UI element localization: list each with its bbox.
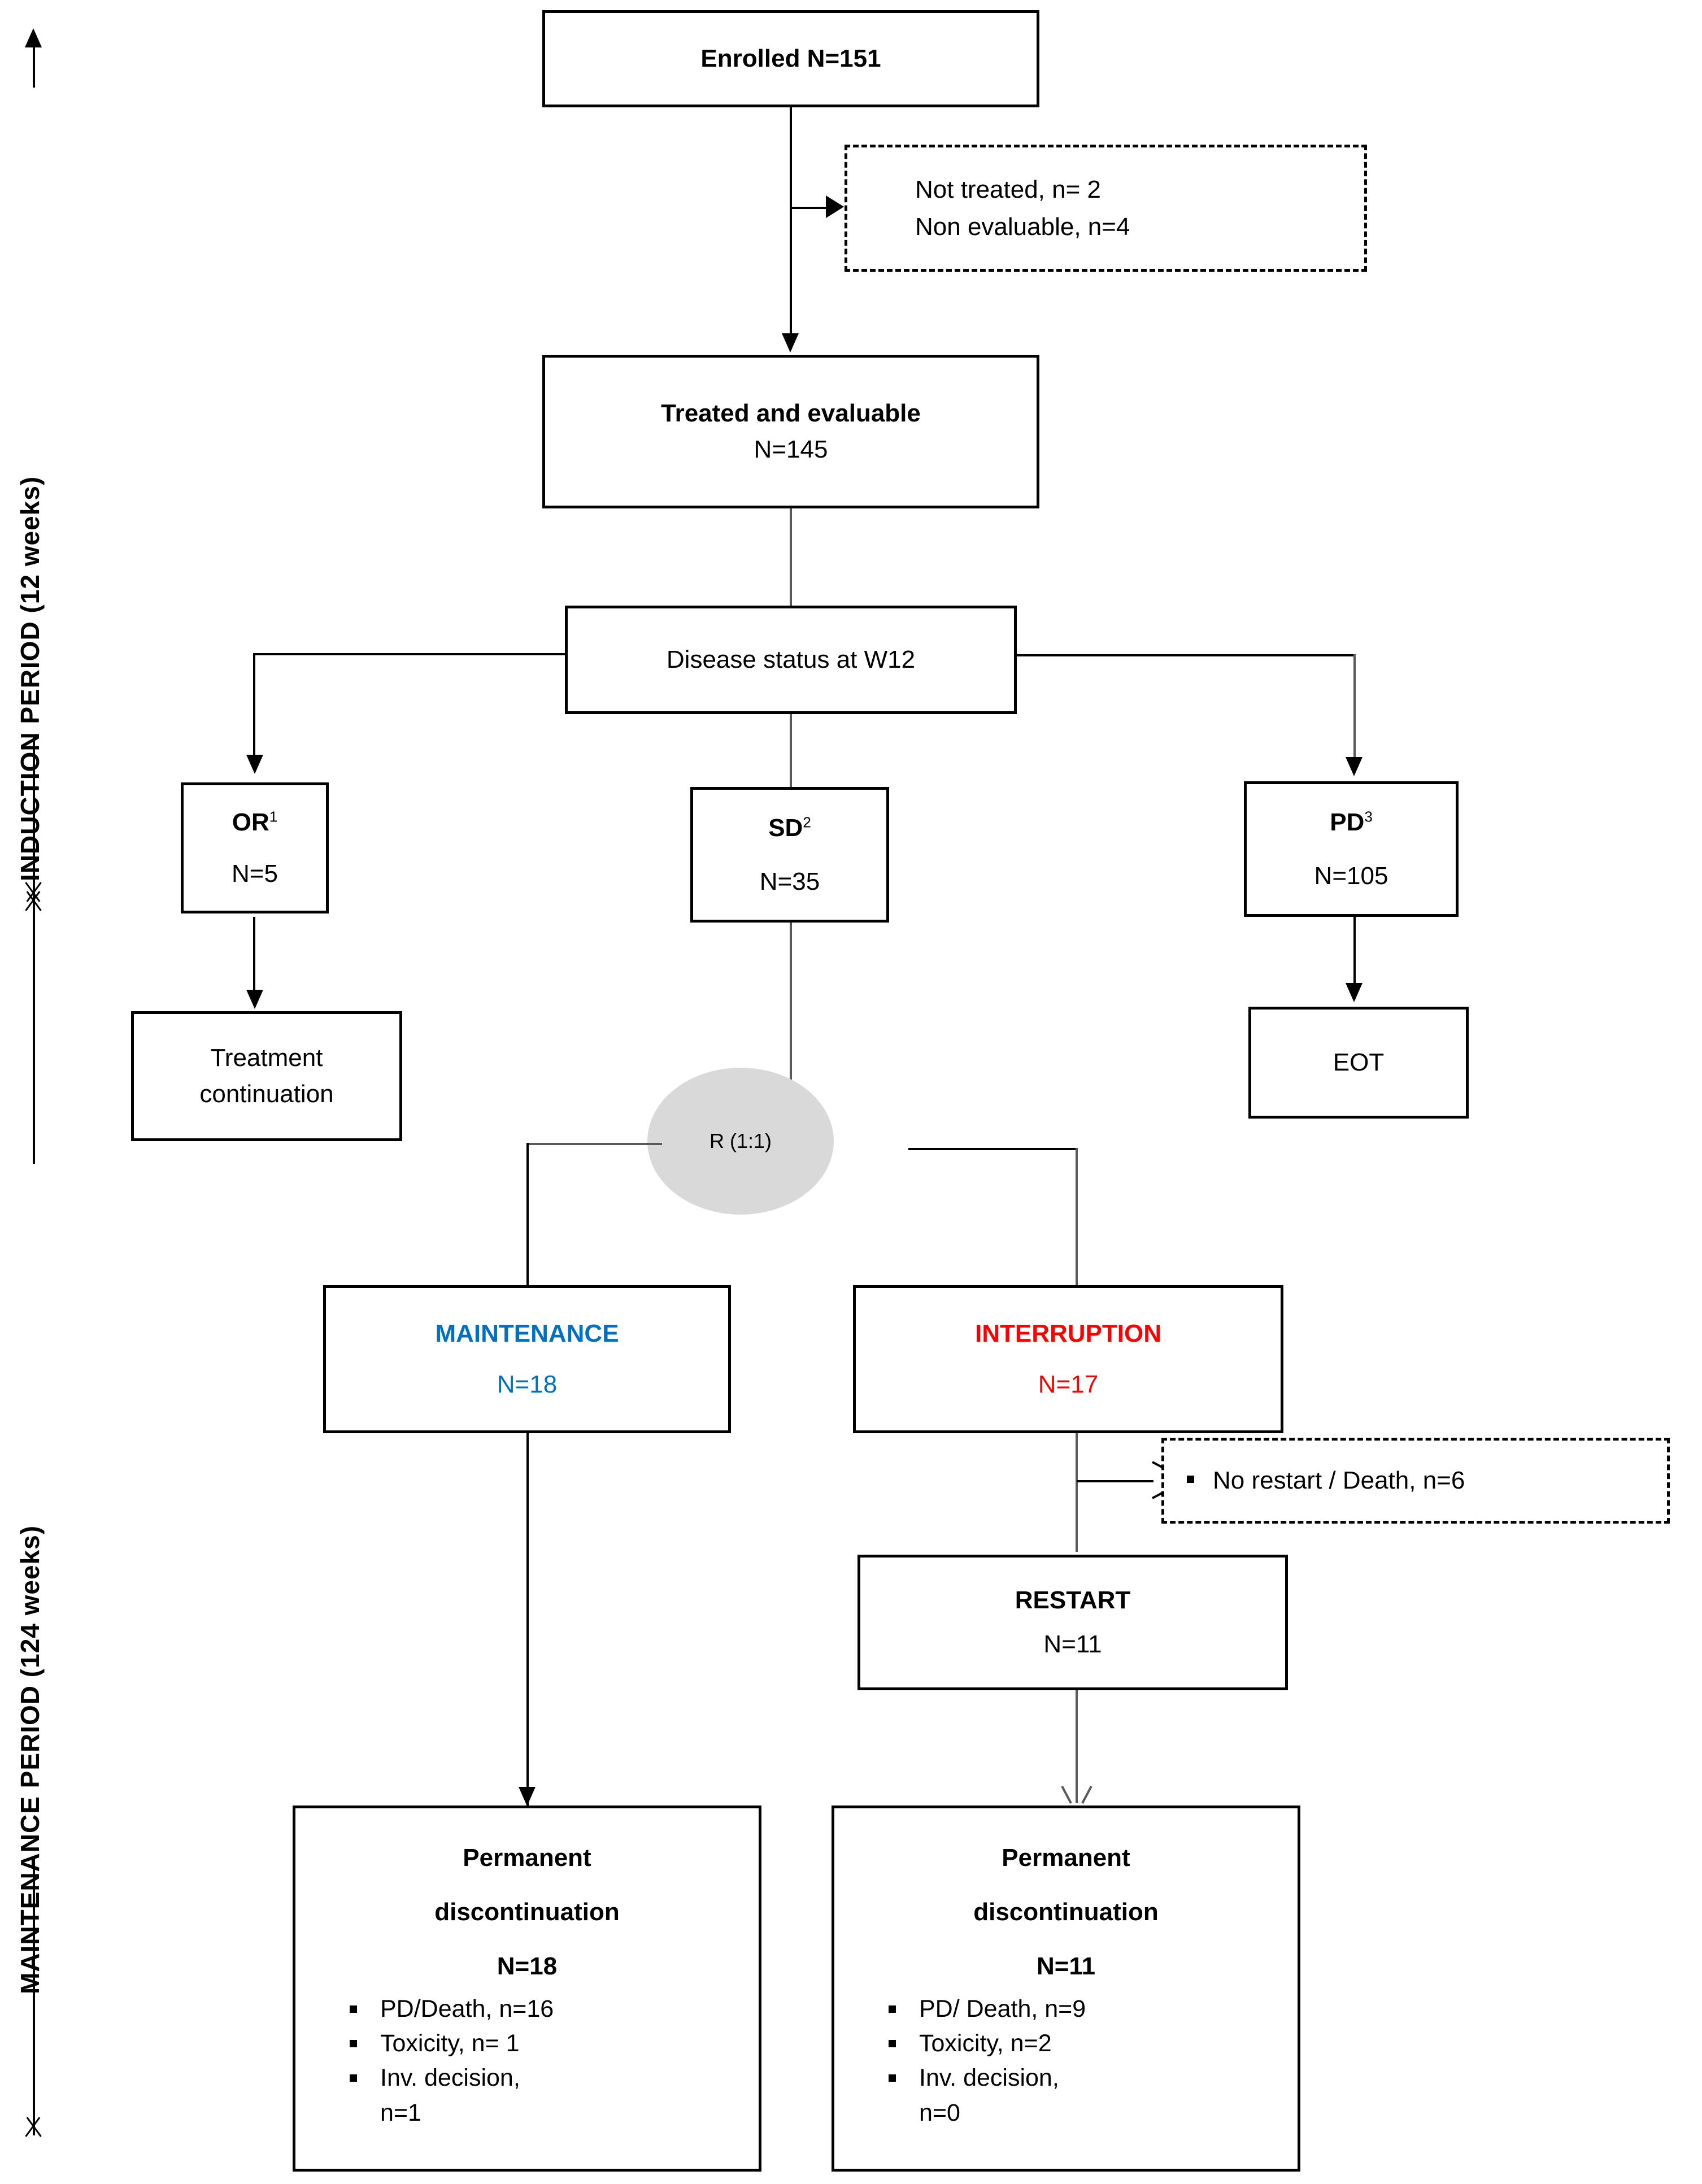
connector-interruption-to-norestart <box>1077 1480 1153 1482</box>
induction-period-arrow-up-icon <box>25 28 42 47</box>
perm-disc-right-reasons: PD/ Death, n=9 Toxicity, n=2 Inv. decisi… <box>834 1992 1086 2130</box>
connector-or-to-continuation <box>253 917 255 1004</box>
connector-sd-to-randomization <box>790 923 792 1087</box>
restart-count: N=11 <box>1043 1630 1102 1658</box>
list-item: n=1 <box>380 2099 421 2126</box>
connector-or-to-continuation-arrowhead-icon <box>246 990 263 1009</box>
or-box: OR1 N=5 <box>181 782 329 913</box>
connector-randomization-to-interruption-vertical <box>1076 1148 1078 1288</box>
pd-count: N=105 <box>1314 862 1388 890</box>
sd-code: SD2 <box>768 813 811 842</box>
perm-disc-right-line2: discontinuation <box>973 1898 1159 1926</box>
restart-box: RESTART N=11 <box>857 1555 1288 1690</box>
connector-status-to-pd-vertical <box>1353 654 1356 768</box>
list-item: PD/Death, n=16 <box>344 1992 554 2026</box>
pd-footnote: 3 <box>1364 807 1373 825</box>
list-item: Toxicity, n= 1 <box>344 2026 554 2061</box>
sd-footnote: 2 <box>803 813 811 830</box>
perm-disc-left-reasons: PD/Death, n=16 Toxicity, n= 1 Inv. decis… <box>295 1992 554 2130</box>
maintenance-period-label: MAINTENANCE PERIOD (124 weeks) <box>15 1525 45 1994</box>
pd-code: PD3 <box>1330 807 1373 836</box>
connector-pd-to-eot <box>1353 917 1356 997</box>
perm-disc-left-line2: discontinuation <box>434 1898 620 1926</box>
maintenance-arm-box: MAINTENANCE N=18 <box>323 1285 731 1433</box>
eot-box: EOT <box>1248 1007 1469 1119</box>
connector-randomization-to-maintenance-vertical <box>526 1143 529 1285</box>
perm-disc-right-count: N=11 <box>1037 1952 1095 1980</box>
connector-status-to-or-arrowhead-icon <box>246 755 263 774</box>
maintenance-arm-count: N=18 <box>497 1371 558 1398</box>
interruption-arm-count: N=17 <box>1038 1371 1099 1398</box>
induction-period-rule-top <box>33 45 35 88</box>
connector-interruption-to-restart <box>1076 1433 1078 1552</box>
connector-pd-to-eot-arrowhead-icon <box>1346 983 1363 1002</box>
induction-period-arrowhead-down-icon <box>18 888 49 911</box>
connector-maintenance-to-discontinuation-arrowhead-icon <box>519 1787 536 1806</box>
connector-enrolled-to-treated-arrowhead-icon <box>782 333 799 353</box>
restart-label: RESTART <box>1015 1586 1131 1615</box>
connector-status-to-pd-arrowhead-icon <box>1346 757 1363 776</box>
list-item: Toxicity, n=2 <box>883 2026 1086 2061</box>
perm-disc-right-line1: Permanent <box>1002 1844 1130 1872</box>
connector-maintenance-to-discontinuation <box>526 1433 529 1809</box>
excluded-non-evaluable: Non evaluable, n=4 <box>915 212 1130 241</box>
or-code: OR1 <box>232 807 278 836</box>
enrolled-label: Enrolled N=151 <box>700 45 881 73</box>
treatment-continuation-line2: continuation <box>199 1080 334 1108</box>
treated-evaluable-count: N=145 <box>754 436 828 463</box>
connector-enrolled-to-treated <box>790 107 792 349</box>
connector-restart-to-discontinuation-arrowhead-icon <box>1067 1784 1087 1804</box>
randomization-label: R (1:1) <box>709 1129 772 1152</box>
perm-disc-left-line1: Permanent <box>463 1844 591 1872</box>
excluded-dashed-box: Not treated, n= 2 Non evaluable, n=4 <box>845 145 1367 272</box>
sd-box: SD2 N=35 <box>690 787 889 923</box>
connector-enrolled-to-excluded <box>791 207 828 209</box>
enrolled-box: Enrolled N=151 <box>542 10 1039 107</box>
interruption-arm-label: INTERRUPTION <box>975 1320 1161 1348</box>
perm-disc-left-count: N=18 <box>497 1952 558 1980</box>
induction-period-label: INDUCTION PERIOD (12 weeks) <box>15 476 45 881</box>
connector-status-to-or-vertical <box>253 653 255 765</box>
list-item: PD/ Death, n=9 <box>883 1992 1086 2026</box>
no-restart-dashed-box: No restart / Death, n=6 <box>1161 1438 1670 1524</box>
maintenance-period-arrowhead-down-icon <box>18 2114 49 2137</box>
sd-count: N=35 <box>759 867 820 895</box>
connector-status-to-pd-horizontal <box>1017 654 1355 656</box>
or-count: N=5 <box>232 859 278 887</box>
connector-restart-to-discontinuation <box>1076 1690 1078 1803</box>
connector-enrolled-to-excluded-arrowhead-icon <box>826 195 844 218</box>
maintenance-period-rule <box>33 1859 35 2135</box>
or-footnote: 1 <box>269 807 278 825</box>
connector-status-to-or-horizontal <box>253 653 567 655</box>
permanent-discontinuation-right-box: Permanent discontinuation N=11 PD/ Death… <box>832 1806 1300 2172</box>
disease-status-box: Disease status at W12 <box>565 606 1017 714</box>
treated-evaluable-title: Treated and evaluable <box>661 399 921 428</box>
permanent-discontinuation-left-box: Permanent discontinuation N=18 PD/Death,… <box>293 1806 761 2172</box>
induction-period-rule-bottom <box>33 734 35 1164</box>
connector-randomization-to-maintenance-horizontal <box>526 1143 662 1145</box>
list-item: Inv. decision, <box>344 2061 554 2095</box>
connector-treated-to-status <box>790 508 792 606</box>
randomization-ellipse: R (1:1) <box>647 1068 834 1215</box>
treatment-continuation-line1: Treatment <box>210 1044 323 1072</box>
excluded-not-treated: Not treated, n= 2 <box>915 175 1101 203</box>
eot-label: EOT <box>1333 1049 1385 1077</box>
connector-randomization-to-interruption-horizontal <box>908 1148 1078 1150</box>
disease-status-label: Disease status at W12 <box>666 646 916 674</box>
pd-box: PD3 N=105 <box>1244 781 1459 917</box>
list-item: Inv. decision, <box>883 2061 1086 2095</box>
maintenance-arm-label: MAINTENANCE <box>435 1320 619 1348</box>
list-item: n=0 <box>919 2099 960 2126</box>
connector-status-to-sd <box>790 714 792 789</box>
no-restart-label: No restart / Death, n=6 <box>1183 1462 1667 1499</box>
treatment-continuation-box: Treatment continuation <box>131 1011 402 1141</box>
treated-evaluable-box: Treated and evaluable N=145 <box>542 355 1039 508</box>
interruption-arm-box: INTERRUPTION N=17 <box>853 1285 1283 1433</box>
